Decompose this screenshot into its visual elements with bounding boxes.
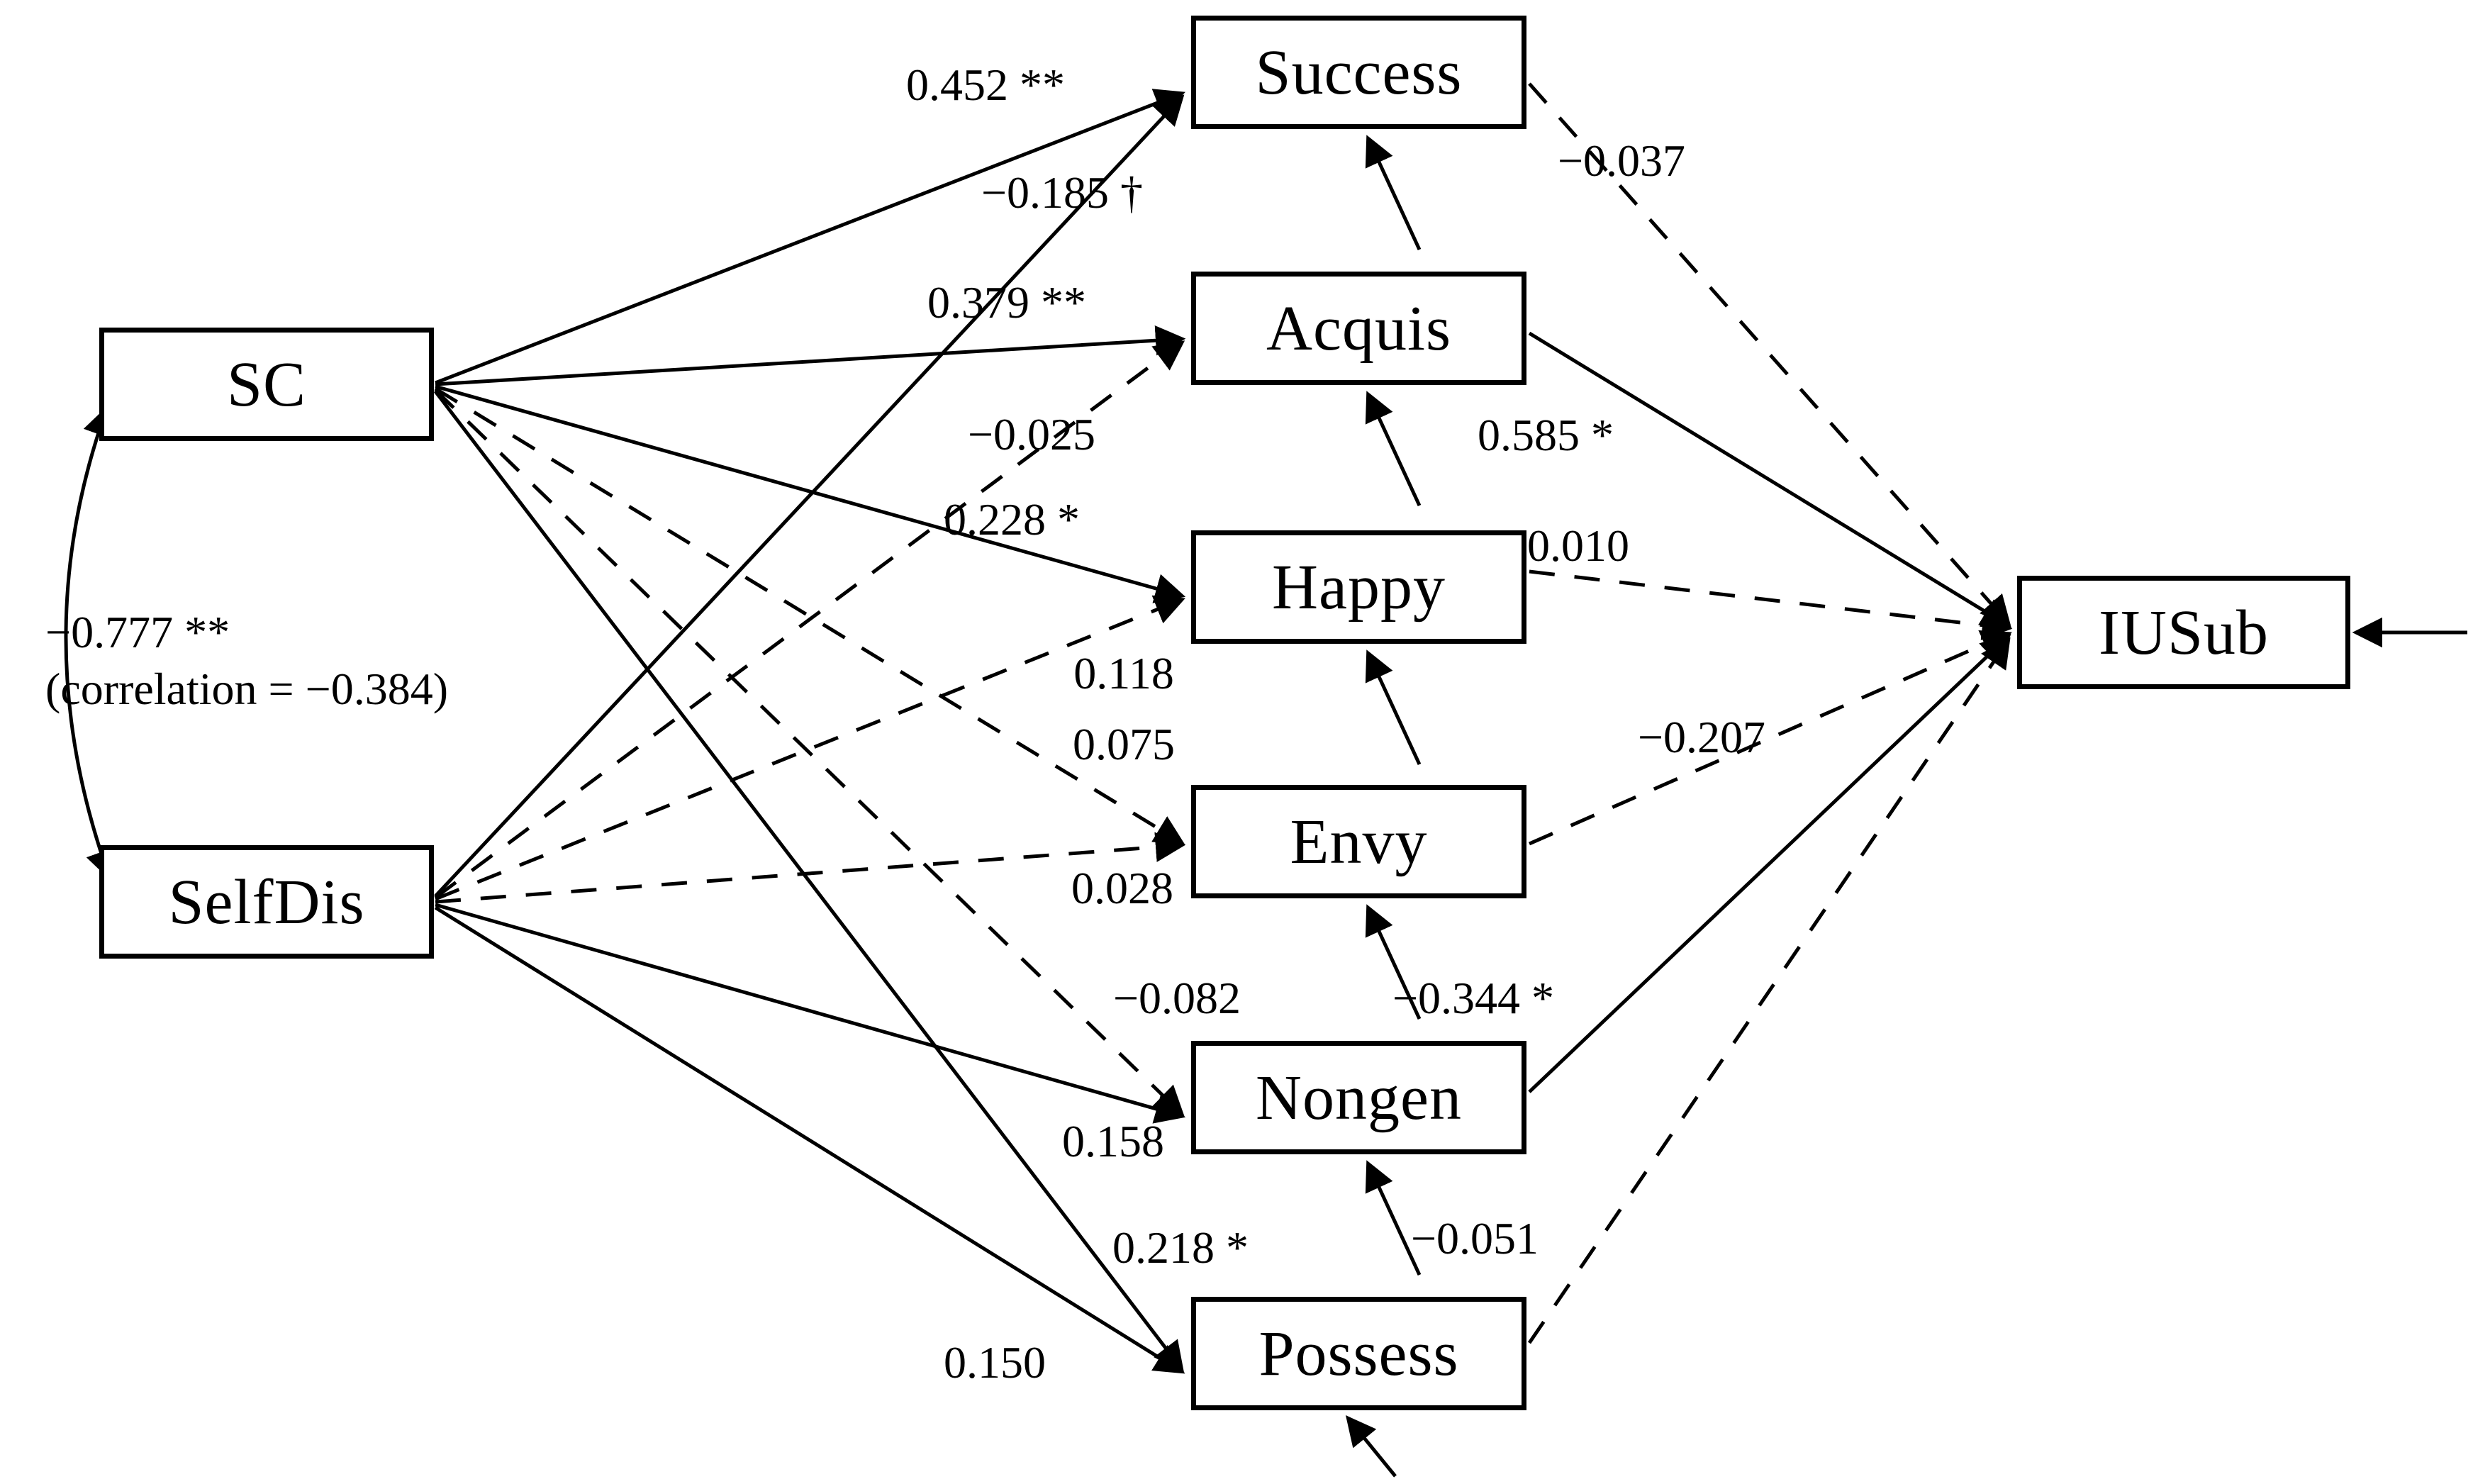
path-sc-possess-line [434,390,1184,1373]
coef-sc-possess: 0.218 * [1112,1222,1249,1273]
node-happy: Happy [1191,530,1526,644]
correlation-label-block: −0.777 ** (correlation = −0.384) [45,604,448,718]
coef-selfdis-acquis: −0.025 [967,409,1096,459]
coef-selfdis-possess: 0.150 [944,1337,1046,1388]
correlation-double-arrow [64,405,115,881]
correlation-note: (correlation = −0.384) [45,664,448,714]
node-envy-label: Envy [1290,806,1428,877]
path-selfdis-envy-line [435,832,1186,904]
node-success-label: Success [1255,37,1463,108]
acquis-residual-arrow [1365,391,1422,507]
node-iusub: IUSub [2017,576,2350,689]
success-residual-arrow [1365,135,1422,251]
node-iusub-label: IUSub [2098,597,2270,668]
node-selfdis: SelfDis [99,845,434,959]
node-nongen: Nongen [1191,1041,1526,1154]
happy-residual-arrow [1365,649,1422,766]
path-sc-acquis-line [435,325,1186,386]
path-selfdis-success-line [434,94,1185,898]
path-sc-envy-line [434,386,1185,845]
coef-sc-success: 0.452 ** [906,60,1065,110]
path-sc-success-line [435,89,1185,385]
path-selfdis-acquis-line [434,340,1185,900]
path-selfdis-nongen-line [435,903,1186,1124]
coef-possess-iusub: −0.051 [1410,1213,1539,1263]
coef-happy-iusub: 0.010 [1527,520,1629,571]
path-happy-iusub-line [1529,569,2013,640]
coef-sc-nongen: −0.082 [1112,973,1241,1023]
coef-selfdis-envy: 0.028 [1071,863,1173,913]
path-possess-iusub-line [1527,637,2011,1344]
node-acquis: Acquis [1191,272,1526,385]
path-acquis-iusub-line [1528,331,2012,628]
node-sc-label: SC [226,349,307,420]
path-sc-happy-line [435,384,1186,603]
path-sc-nongen-line [434,389,1185,1117]
possess-residual-arrow [1345,1415,1397,1478]
node-nongen-label: Nongen [1256,1062,1462,1133]
coef-envy-iusub: −0.207 [1637,712,1766,762]
path-envy-iusub-line [1528,630,2012,846]
envy-residual-arrow [1365,904,1422,1020]
node-possess: Possess [1191,1297,1526,1410]
coef-sc-acquis: 0.379 ** [927,277,1086,328]
node-happy-label: Happy [1272,552,1446,623]
node-selfdis-label: SelfDis [168,866,365,937]
coef-nongen-iusub: −0.344 * [1392,973,1555,1023]
node-success: Success [1191,16,1526,129]
nongen-residual-arrow [1365,1160,1422,1276]
path-nongen-iusub-line [1528,633,2011,1093]
coef-selfdis-nongen: 0.158 [1062,1116,1164,1166]
coef-sc-happy: 0.228 * [944,494,1080,545]
correlation-coefficient: −0.777 ** [45,607,230,657]
node-sc: SC [99,328,434,441]
coef-selfdis-happy: 0.118 [1073,648,1174,698]
node-possess-label: Possess [1258,1318,1459,1389]
coef-selfdis-success: −0.185 † [981,167,1144,218]
node-envy: Envy [1191,785,1526,898]
path-selfdis-possess-line [434,905,1185,1374]
coef-sc-envy: 0.075 [1073,719,1175,769]
coef-success-iusub: −0.037 [1557,135,1686,186]
node-acquis-label: Acquis [1266,293,1451,364]
path-success-iusub-line [1528,82,2011,626]
coef-acquis-iusub: 0.585 * [1478,410,1614,460]
